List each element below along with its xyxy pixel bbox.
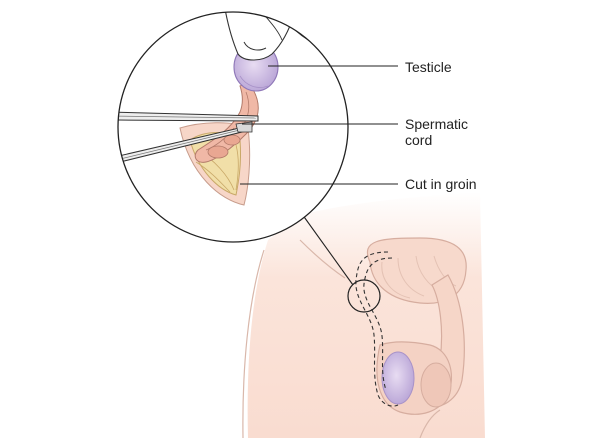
label-testicle-text: Testicle — [405, 59, 452, 75]
magnify-pointer-line — [301, 213, 354, 286]
thigh-line — [419, 409, 441, 438]
testicle-in-scrotum — [381, 351, 415, 405]
label-spermatic-text: Spermatic — [405, 116, 469, 132]
label-cut-in-groin: Cut in groin — [405, 176, 477, 192]
label-cut-in-groin-text: Cut in groin — [405, 176, 477, 192]
torso-outline-left — [242, 249, 265, 438]
testicle-right — [420, 362, 452, 408]
cord-dashed-line-outer — [355, 251, 399, 407]
label-testicle: Testicle — [405, 59, 452, 75]
body-illustration — [242, 192, 485, 438]
label-spermatic-cord: Spermatic cord — [405, 116, 468, 148]
label-cord-text: cord — [405, 132, 433, 148]
forceps-upper — [118, 111, 259, 122]
cord-dashed-line-inner — [363, 257, 393, 391]
groin-crease — [299, 239, 346, 279]
magnified-circle-outline — [117, 11, 349, 243]
incision-site-circle — [347, 279, 381, 313]
magnified-view — [117, 11, 349, 243]
